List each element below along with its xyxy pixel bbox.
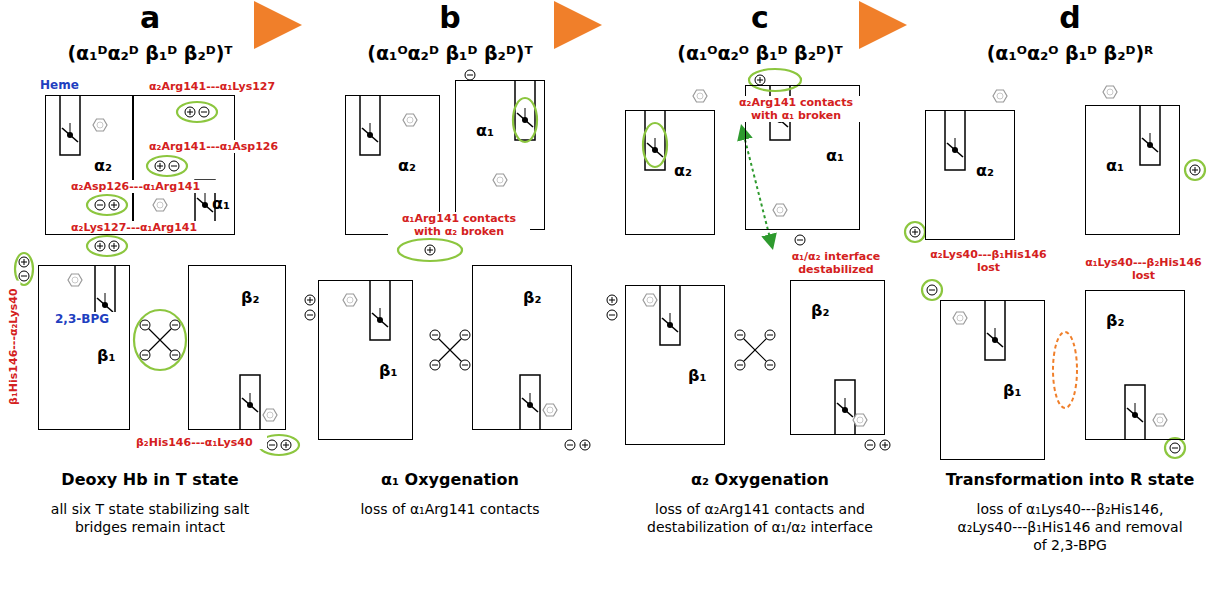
annotation: α₂Lys40---β₁His146 lost <box>925 248 1052 274</box>
step-title: Transformation into R state <box>920 470 1220 489</box>
panel-letter: a <box>130 0 170 35</box>
state-formula: (α₁ᴼα₂ᴼ β₁ᴰ β₂ᴰ)ᴿ <box>960 42 1180 64</box>
salt-bridge-label: β₂His146---α₁Lys40 <box>135 436 267 449</box>
subunit-box: β₁ <box>940 300 1045 460</box>
subunit-label: β₁ <box>1003 381 1021 400</box>
subunit-label: β₂ <box>241 288 259 307</box>
heme-label: Heme <box>40 78 90 92</box>
subunit-label: β₂ <box>523 288 541 307</box>
subunit-label: β₁ <box>688 366 706 385</box>
subunit-box: α₁ <box>455 80 545 230</box>
salt-bridge-label: α₂Asp126---α₁Arg141 <box>70 180 217 193</box>
subunit-label: α₂ <box>398 156 416 175</box>
subunit-label: α₂ <box>94 156 112 175</box>
step-note: loss of α₁Lys40---β₂His146, α₂Lys40---β₁… <box>950 500 1190 555</box>
subunit-label: α₁ <box>476 121 494 140</box>
panel-letter: c <box>740 0 780 35</box>
subunit-box: α₂ <box>925 110 1015 240</box>
subunit-label: β₁ <box>97 346 115 365</box>
bpg-label: 2,3-BPG <box>55 312 125 326</box>
state-formula: (α₁ᴰα₂ᴰ β₁ᴰ β₂ᴰ)ᵀ <box>40 42 260 64</box>
subunit-label: β₂ <box>811 301 829 320</box>
subunit-box: β₁ <box>625 285 725 445</box>
step-note: all six T state stabilizing salt bridges… <box>45 500 255 536</box>
panel-letter: b <box>430 0 470 35</box>
annotation: α₂Arg141 contacts with α₁ broken <box>730 96 862 122</box>
subunit-label: α₁ <box>212 194 230 213</box>
state-formula: (α₁ᴼα₂ᴼ β₁ᴰ β₂ᴰ)ᵀ <box>650 42 870 64</box>
state-formula: (α₁ᴼα₂ᴰ β₁ᴰ β₂ᴰ)ᵀ <box>340 42 560 64</box>
subunit-box: β₂ <box>1085 290 1185 440</box>
subunit-label: α₂ <box>674 161 692 180</box>
subunit-box: α₁ <box>133 95 235 235</box>
subunit-box: α₁ <box>1085 105 1180 235</box>
subunit-label: β₁ <box>379 361 397 380</box>
salt-bridge-label: α₂Arg141---α₁Lys127 <box>148 80 295 93</box>
subunit-box: β₁ <box>38 265 130 430</box>
subunit-box: β₂ <box>790 280 885 435</box>
step-title: α₂ Oxygenation <box>610 470 910 489</box>
subunit-box: β₁ <box>318 280 413 440</box>
subunit-label: α₁ <box>1106 156 1124 175</box>
subunit-box: α₂ <box>45 95 133 235</box>
salt-bridge-label: α₂Arg141---α₁Asp126 <box>148 140 295 153</box>
annotation: α₁Arg141 contacts with α₂ broken <box>388 212 530 238</box>
annotation: α₁/α₂ interface destabilized <box>770 250 902 276</box>
step-note: loss of α₂Arg141 contacts and destabiliz… <box>635 500 885 536</box>
subunit-box: α₂ <box>625 110 715 235</box>
step-title: α₁ Oxygenation <box>300 470 600 489</box>
step-note: loss of α₁Arg141 contacts <box>350 500 550 518</box>
subunit-label: α₂ <box>976 161 994 180</box>
salt-bridge-label: β₁His146---α₂Lys40 <box>7 281 20 413</box>
panel-letter: d <box>1050 0 1090 35</box>
subunit-box: β₂ <box>472 265 572 430</box>
subunit-label: β₂ <box>1106 311 1124 330</box>
salt-bridge-label: α₂Lys127---α₁Arg141 <box>70 221 217 234</box>
subunit-label: α₁ <box>826 146 844 165</box>
step-title: Deoxy Hb in T state <box>0 470 300 489</box>
annotation: α₁Lys40---β₂His146 lost <box>1080 256 1207 282</box>
subunit-box: β₂ <box>188 265 286 430</box>
